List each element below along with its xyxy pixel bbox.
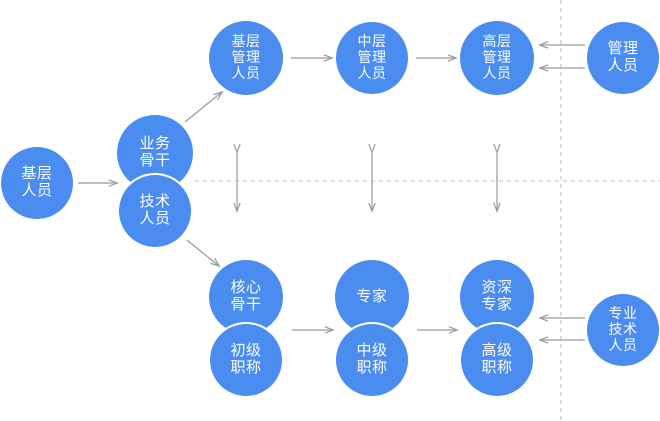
node-label-line: 高级 — [481, 342, 513, 360]
node-label-line: 高层 — [482, 33, 512, 50]
node-label-line: 管理 — [482, 49, 512, 66]
node-management-track[interactable]: 管理人员 — [587, 22, 659, 94]
node-label-line: 技术 — [139, 193, 171, 211]
node-label-line: 人员 — [357, 64, 387, 81]
node-label-line: 人员 — [482, 64, 512, 81]
node-senior-title[interactable]: 高级职称 — [461, 324, 533, 396]
node-label-line: 骨干 — [139, 152, 171, 169]
node-entry[interactable]: 基层人员 — [1, 147, 73, 219]
node-label-line: 核心 — [230, 279, 262, 297]
node-label-line: 骨干 — [230, 296, 262, 313]
dashed-guide-lines — [195, 0, 660, 421]
node-label-line: 人员 — [231, 64, 261, 81]
node-label-line: 资深 — [481, 279, 513, 297]
node-label-line: 职称 — [481, 359, 513, 376]
node-label-line: 基层 — [231, 33, 261, 50]
node-label-line: 管理 — [607, 40, 639, 58]
node-label-line: 技术 — [608, 321, 638, 338]
node-label-line: 初级 — [230, 342, 262, 360]
node-label-line: 中层 — [357, 33, 387, 50]
node-label-line: 人员 — [608, 336, 638, 353]
edge-split-to-core-backbone — [186, 239, 219, 266]
node-label-line: 专业 — [608, 305, 638, 322]
node-label-line: 职称 — [356, 359, 388, 376]
node-junior-manager[interactable]: 基层管理人员 — [209, 21, 283, 95]
node-professional-tech[interactable]: 专业技术人员 — [587, 294, 659, 366]
node-label-line: 人员 — [21, 182, 53, 199]
node-senior-manager[interactable]: 高层管理人员 — [460, 21, 534, 95]
node-label-line: 中级 — [356, 342, 388, 360]
node-junior-title[interactable]: 初级职称 — [210, 324, 282, 396]
node-label-line: 专家 — [481, 296, 513, 313]
node-label-line: 人员 — [139, 210, 171, 227]
node-core-backbone[interactable]: 核心骨干 — [209, 260, 283, 334]
node-label-line: 业务 — [139, 135, 171, 153]
node-technical-staff[interactable]: 技术人员 — [119, 175, 191, 247]
node-expert[interactable]: 专家 — [335, 260, 409, 334]
connector-arrows — [78, 45, 585, 340]
node-label-line: 管理 — [231, 49, 261, 66]
edge-split-to-junior-manager — [184, 92, 222, 123]
node-label-line: 管理 — [357, 49, 387, 66]
node-label-line: 基层 — [21, 165, 53, 183]
node-label-line: 专家 — [356, 287, 388, 305]
node-middle-title[interactable]: 中级职称 — [336, 324, 408, 396]
node-label-line: 人员 — [607, 57, 639, 74]
node-label-line: 职称 — [230, 359, 262, 376]
node-middle-manager[interactable]: 中层管理人员 — [336, 22, 408, 94]
node-senior-expert[interactable]: 资深专家 — [460, 260, 534, 334]
